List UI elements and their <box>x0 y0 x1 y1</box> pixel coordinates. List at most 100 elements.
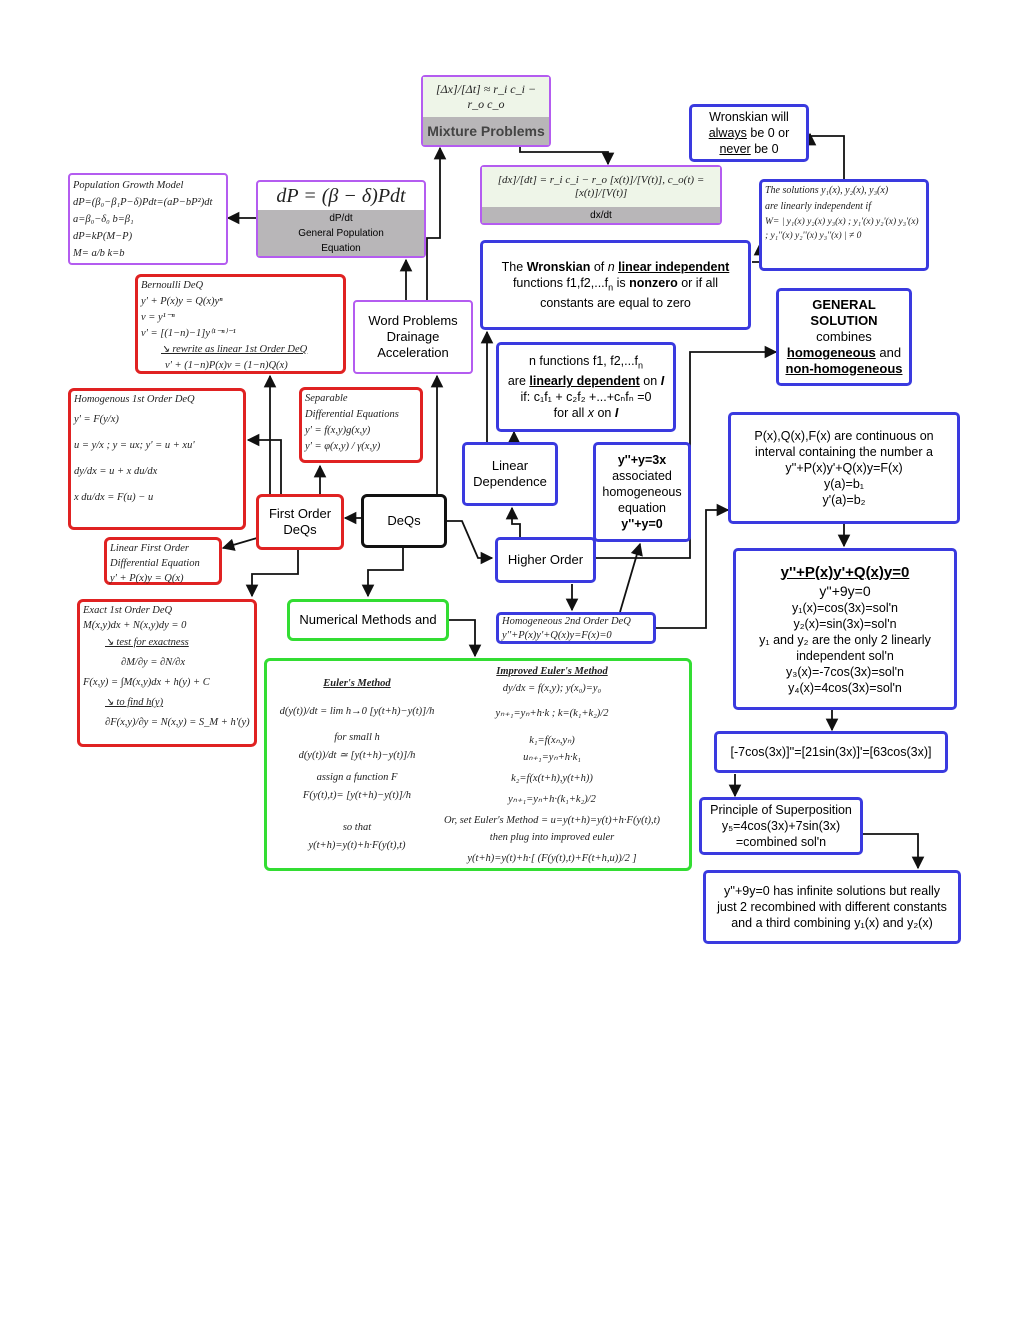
first-order-deqs-node[interactable]: First Order DeQs <box>256 494 344 550</box>
general-title-1: GENERAL <box>812 297 876 312</box>
example-solutions-node[interactable]: y''+P(x)y'+Q(x)y=0 y''+9y=0 y₁(x)=cos(3x… <box>733 548 957 710</box>
population-label-2: General Population <box>298 227 384 239</box>
associated-equation-node[interactable]: y''+y=3x associated homogeneous equation… <box>593 442 691 542</box>
arrow-deqs-higher-order <box>446 520 494 565</box>
population-model-line-1: dP=(β₀−β₁P−δ)Pdt=(aP−bP²)dt <box>73 197 213 208</box>
arrow-word-mixture <box>426 146 447 300</box>
euler-methods-node[interactable]: Euler's Method d(y(t))/dt = lim h→0 [y(t… <box>264 658 692 871</box>
continuous-conditions-node[interactable]: P(x),Q(x),F(x) are continuous on interva… <box>728 412 960 524</box>
homogeneous-second-order-node[interactable]: Homogeneous 2nd Order DeQ y''+P(x)y'+Q(x… <box>496 612 656 644</box>
wronskian-nz-p2: Wronskian <box>526 259 591 274</box>
bernoulli-node[interactable]: Bernoulli DeQ y' + P(x)y = Q(x)yⁿ v = y¹… <box>135 274 346 374</box>
derivative-check-text: [-7cos(3x)]''=[21sin(3x)]'=[63cos(3x)] <box>730 745 932 759</box>
arrow-first-order-linear <box>221 537 258 551</box>
infinite-line-2: just 2 recombined with different constan… <box>717 900 947 914</box>
superposition-line-1: Principle of Superposition <box>710 803 852 817</box>
example-line-1: y''+P(x)y'+Q(x)y=0 <box>780 563 910 581</box>
lindep-line-4a: for all <box>553 406 588 421</box>
population-model-line-2: a=β₀−δ₀ b=β₁ <box>73 214 134 225</box>
wronskian-zero-line-1: Wronskian will <box>709 110 789 124</box>
arrow-first-order-exact <box>245 550 299 598</box>
linear-dependence-line-2: Dependence <box>473 474 547 489</box>
wronskian-def-line-2: are linearly independent if <box>765 201 871 212</box>
infinite-line-3: and a third combining y₁(x) and y₂(x) <box>731 916 933 930</box>
lindep-line-1: n functions f1, f2,...f <box>528 353 639 368</box>
homogenous-line-1: y' = F(y/x) <box>74 414 119 425</box>
wronskian-nz-p6: linear independent <box>618 259 730 274</box>
exact-line-6: ∂F(x,y)/∂y = N(x,y) = S_M + h'(y) <box>105 717 250 728</box>
wronskian-nonzero-node[interactable]: The Wronskian of n linear independent fu… <box>480 240 751 330</box>
improved-euler-line-5: k₂=f(x(t+h),y(t+h)) <box>511 773 593 784</box>
separable-node[interactable]: Separable Differential Equations y' = f(… <box>299 387 423 463</box>
linear-dependence-node[interactable]: Linear Dependence <box>462 442 558 506</box>
exact-line-5: ↘ to find h(y) <box>105 697 164 708</box>
higher-order-node[interactable]: Higher Order <box>495 537 596 583</box>
improved-euler-line-2: yₙ₊₁=yₙ+h·k ; k=(k₁+k₂)/2 <box>495 708 609 719</box>
lindep-line-2b: linearly dependent <box>529 374 640 389</box>
linear-first-title-1: Linear First Order <box>110 543 189 554</box>
population-equation-node[interactable]: dP = (β − δ)Pdt dP/dt General Population… <box>256 180 426 258</box>
wronskian-definition-node[interactable]: The solutions y₁(x), y₂(x), y₃(x) are li… <box>759 179 929 271</box>
general-non-homogeneous: non-homogeneous <box>785 361 903 376</box>
general-and: and <box>875 345 902 360</box>
bernoulli-line-4: ↘ rewrite as linear 1st Order DeQ <box>161 344 308 355</box>
euler-line-2: for small h <box>334 732 380 743</box>
associated-line-5: y''+y=0 <box>621 517 663 531</box>
associated-line-3: homogeneous <box>602 485 682 499</box>
homogenous-first-order-node[interactable]: Homogenous 1st Order DeQ y' = F(y/x) u =… <box>68 388 246 530</box>
wronskian-def-matrix: W= | y₁(x) y₂(x) y₃(x) ; y₁'(x) y₂'(x) y… <box>765 217 919 241</box>
superposition-line-2: y₅=4cos(3x)+7sin(3x) <box>721 819 841 833</box>
dxdt-node[interactable]: [dx]/[dt] = r_i c_i − r_o [x(t)]/[V(t)],… <box>480 165 722 225</box>
homog2-line: y''+P(x)y'+Q(x)y=F(x)=0 <box>502 630 612 641</box>
word-problems-line-3: Acceleration <box>377 345 449 360</box>
derivative-check-node[interactable]: [-7cos(3x)]''=[21sin(3x)]'=[63cos(3x)] <box>714 731 948 773</box>
example-line-3: y₁(x)=cos(3x)=sol'n <box>792 600 898 615</box>
wronskian-def-line-1: The solutions y₁(x), y₂(x), y₃(x) <box>765 185 889 196</box>
linear-first-order-node[interactable]: Linear First Order Differential Equation… <box>104 537 222 585</box>
improved-euler-line-7: Or, set Euler's Method = u=y(t+h)=y(t)+h… <box>443 815 661 826</box>
numerical-methods-node[interactable]: Numerical Methods and <box>287 599 449 641</box>
numerical-label: Numerical Methods and <box>299 612 437 627</box>
separable-title-2: Differential Equations <box>305 409 399 420</box>
population-model-line-4: M= a/b k=b <box>73 248 125 259</box>
linear-first-line: y' + P(x)y = Q(x) <box>110 573 184 584</box>
arrow-mixture-dxdt <box>519 146 615 166</box>
wronskian-nz-p3: of <box>590 259 608 274</box>
improved-euler-line-1: dy/dx = f(x,y); y(x₀)=y₀ <box>502 683 602 694</box>
improved-euler-line-8: then plug into improved euler <box>489 832 615 843</box>
population-model-node[interactable]: Population Growth Model dP=(β₀−β₁P−δ)Pdt… <box>68 173 228 265</box>
linearly-dependent-node[interactable]: n functions f1, f2,...fn are linearly de… <box>496 342 676 432</box>
exact-first-order-node[interactable]: Exact 1st Order DeQ M(x,y)dx + N(x,y)dy … <box>77 599 257 747</box>
wronskian-always-never-node[interactable]: Wronskian will always be 0 or never be 0 <box>689 104 809 162</box>
first-order-line-1: First Order <box>268 506 332 521</box>
continuous-line-3: y''+P(x)y'+Q(x)y=F(x) <box>785 461 903 475</box>
improved-euler-line-3: k₁=f(xₙ,yₙ) <box>529 735 575 746</box>
example-line-4: y₂(x)=sin(3x)=sol'n <box>793 616 897 631</box>
dxdt-formula: [dx]/[dt] = r_i c_i − r_o [x(t)]/[V(t)],… <box>482 167 720 207</box>
separable-title-1: Separable <box>305 393 348 404</box>
example-line-8: y₄(x)=4cos(3x)=sol'n <box>788 680 902 695</box>
deqs-root-node[interactable]: DeQs <box>361 494 447 548</box>
example-line-5: y₁ and y₂ are the only 2 linearly <box>759 632 931 647</box>
exact-title: Exact 1st Order DeQ <box>83 605 173 616</box>
infinite-solutions-node[interactable]: y''+9y=0 has infinite solutions but real… <box>703 870 961 944</box>
population-model-title: Population Growth Model <box>73 180 184 191</box>
first-order-line-2: DeQs <box>283 522 317 537</box>
word-problems-node[interactable]: Word Problems Drainage Acceleration <box>353 300 473 374</box>
example-line-7: y₃(x)=-7cos(3x)=sol'n <box>786 664 904 679</box>
lindep-line-1-sub: n <box>638 360 644 371</box>
population-formula: dP = (β − δ)Pdt <box>276 184 406 207</box>
superposition-line-3: =combined sol'n <box>735 835 827 849</box>
lindep-line-2a: are <box>507 374 530 389</box>
wronskian-nz-l2c: is <box>613 275 630 290</box>
exact-line-4: F(x,y) = ∫M(x,y)dx + h(y) + C <box>83 677 210 688</box>
arrow-first-order-homogenous <box>246 433 282 494</box>
superposition-node[interactable]: Principle of Superposition y₅=4cos(3x)+7… <box>699 797 863 855</box>
lindep-line-4c: on <box>593 406 615 421</box>
arrow-def-zero <box>803 132 845 180</box>
mixture-problems-node[interactable]: [Δx]/[Δt] ≈ r_i c_i − r_o c_o Mixture Pr… <box>421 75 551 147</box>
bernoulli-line-3: v' = [(1−n)−1]y⁽¹⁻ⁿ⁾⁻¹ <box>141 328 236 339</box>
arrow-homog2-continuous <box>655 503 730 629</box>
general-solution-node[interactable]: GENERAL SOLUTION combines homogeneous an… <box>776 288 912 386</box>
